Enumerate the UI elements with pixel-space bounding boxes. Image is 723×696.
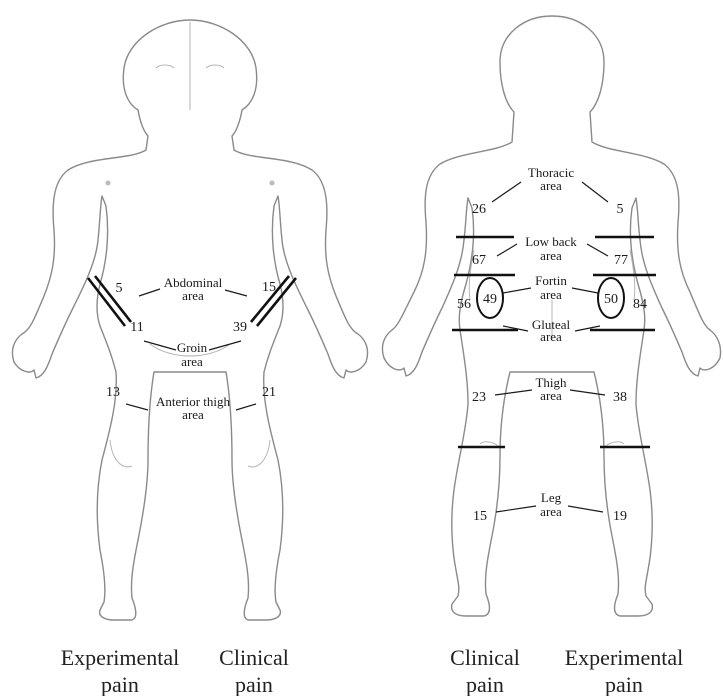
front-left-caption-l1: Experimental [61,645,180,670]
leg-clinical-value: 15 [473,509,487,524]
groin-area-label-l2: area [181,354,203,369]
groin-area-label-l1: Groin [177,340,208,355]
thoracic-area-label-l2: area [540,178,562,193]
leg-area-label-l2: area [540,504,562,519]
anterior-thigh-area-label-l2: area [182,407,204,422]
anterior-thigh-clinical-value: 21 [262,385,276,400]
back-left-caption-l1: Clinical [450,645,520,670]
thigh-area-label-l2: area [540,388,562,403]
leg-area-label-l1: Leg [541,490,562,505]
back-left-caption-l2: pain [466,672,504,696]
low-back-clinical-value: 67 [472,253,486,268]
thoracic-experimental-value: 5 [617,202,624,217]
back-right-caption-l2: pain [605,672,643,696]
back-leader-lines [492,182,608,512]
fortin-area-label-l1: Fortin [535,273,567,288]
abdominal-experimental-value: 5 [116,281,123,296]
gluteal-experimental-value: 84 [633,297,647,312]
groin-experimental-value: 11 [130,320,143,335]
leg-experimental-value: 19 [613,509,627,524]
low-back-experimental-value: 77 [614,253,628,268]
gluteal-area-label-l2: area [540,329,562,344]
gluteal-clinical-value: 56 [457,297,471,312]
low-back-area-label-l1: Low back [525,234,577,249]
front-body-outline [12,20,367,620]
groin-clinical-value: 39 [233,320,247,335]
back-right-caption-l1: Experimental [565,645,684,670]
back-body-outline [382,16,720,616]
fortin-clinical-value: 49 [483,292,497,307]
front-right-caption-l2: pain [235,672,273,696]
front-right-caption-l1: Clinical [219,645,289,670]
front-left-caption-l2: pain [101,672,139,696]
anterior-thigh-experimental-value: 13 [106,385,120,400]
fortin-area-label-l2: area [540,287,562,302]
fortin-experimental-value: 50 [604,292,618,307]
thigh-clinical-value: 23 [472,390,486,405]
low-back-area-label-l2: area [540,248,562,263]
abdominal-clinical-value: 15 [262,280,276,295]
thoracic-clinical-value: 26 [472,202,486,217]
thigh-experimental-value: 38 [613,390,627,405]
abdominal-area-label-l2: area [182,288,204,303]
